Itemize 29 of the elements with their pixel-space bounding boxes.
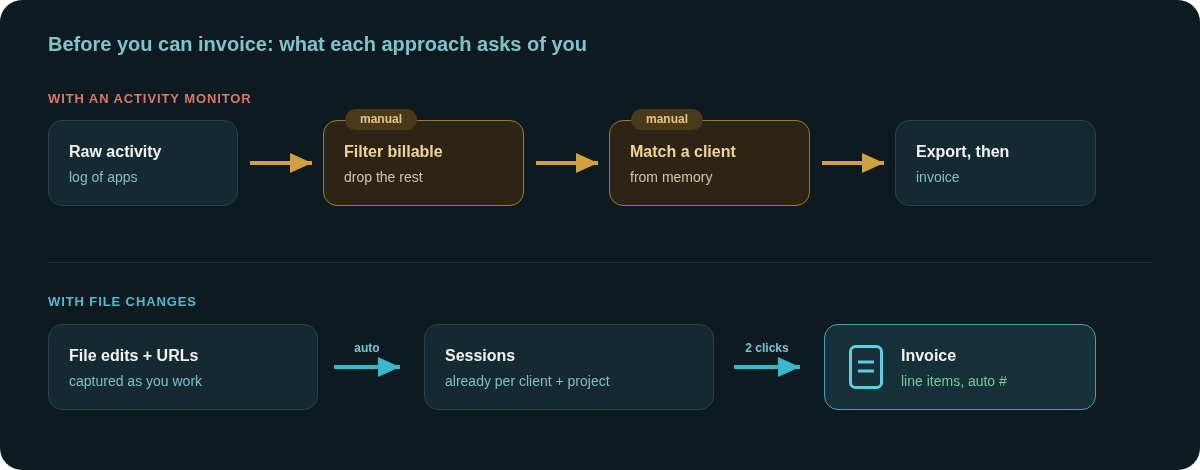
node-subtitle: already per client + project [445, 372, 610, 390]
diagram-title: Before you can invoice: what each approach asks of you [48, 32, 588, 57]
step-tag: manual [345, 109, 417, 130]
node-title: Raw activity [69, 142, 162, 162]
node-title: File edits + URLs [69, 346, 199, 366]
arrow [536, 153, 598, 173]
step-tag: manual [631, 109, 703, 130]
process-box [48, 120, 238, 206]
arrow [250, 153, 312, 173]
process-box [824, 324, 1096, 410]
section-label: WITH FILE CHANGES [48, 294, 197, 310]
section-label: WITH AN ACTIVITY MONITOR [48, 91, 252, 107]
node-subtitle: from memory [630, 168, 713, 186]
node-title: Filter billable [344, 142, 443, 162]
node-title: Sessions [445, 346, 516, 366]
process-box [895, 120, 1096, 206]
arrow [334, 357, 400, 377]
node-subtitle: line items, auto # [901, 372, 1007, 390]
arrow [734, 357, 800, 377]
node-title: Match a client [630, 142, 736, 162]
node-subtitle: drop the rest [344, 168, 423, 186]
node-title: Export, then [916, 142, 1010, 162]
process-box [48, 324, 318, 410]
node-subtitle: invoice [916, 168, 960, 186]
arrow [822, 153, 884, 173]
node-title: Invoice [901, 346, 957, 366]
node-subtitle: log of apps [69, 168, 138, 186]
node-subtitle: captured as you work [69, 372, 203, 390]
process-box [424, 324, 714, 410]
